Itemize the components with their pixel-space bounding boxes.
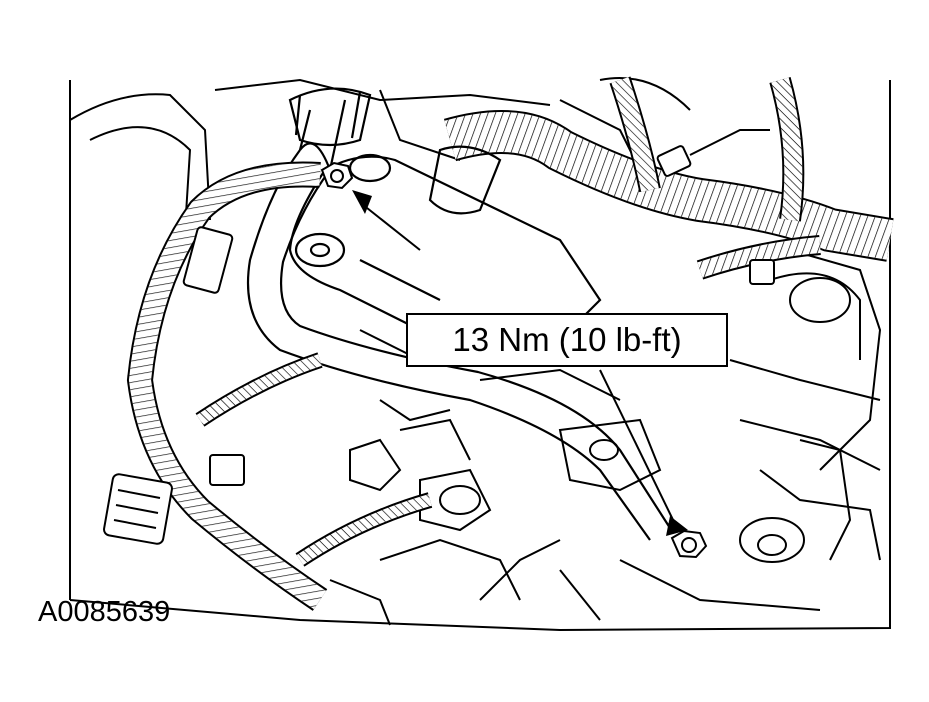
arrow-icon [600,370,688,536]
engine-block-outline [70,78,880,625]
arrow-icon [352,190,420,250]
lower-harness [200,360,430,560]
figure-id: A0085639 [38,596,171,628]
wiring-harness-right [450,80,890,270]
electrical-connectors [103,130,774,545]
torque-callout-text: 13 Nm (10 lb-ft) [452,321,682,358]
bolt-icon [322,163,352,188]
torque-callout: 13 Nm (10 lb-ft) [406,313,728,367]
upper-hose [290,89,500,214]
bolt-icon [672,531,706,557]
mounting-bracket [290,155,600,340]
illustration-frame [70,80,890,630]
coolant-tube [248,100,670,540]
wiring-harness-left [140,174,320,600]
